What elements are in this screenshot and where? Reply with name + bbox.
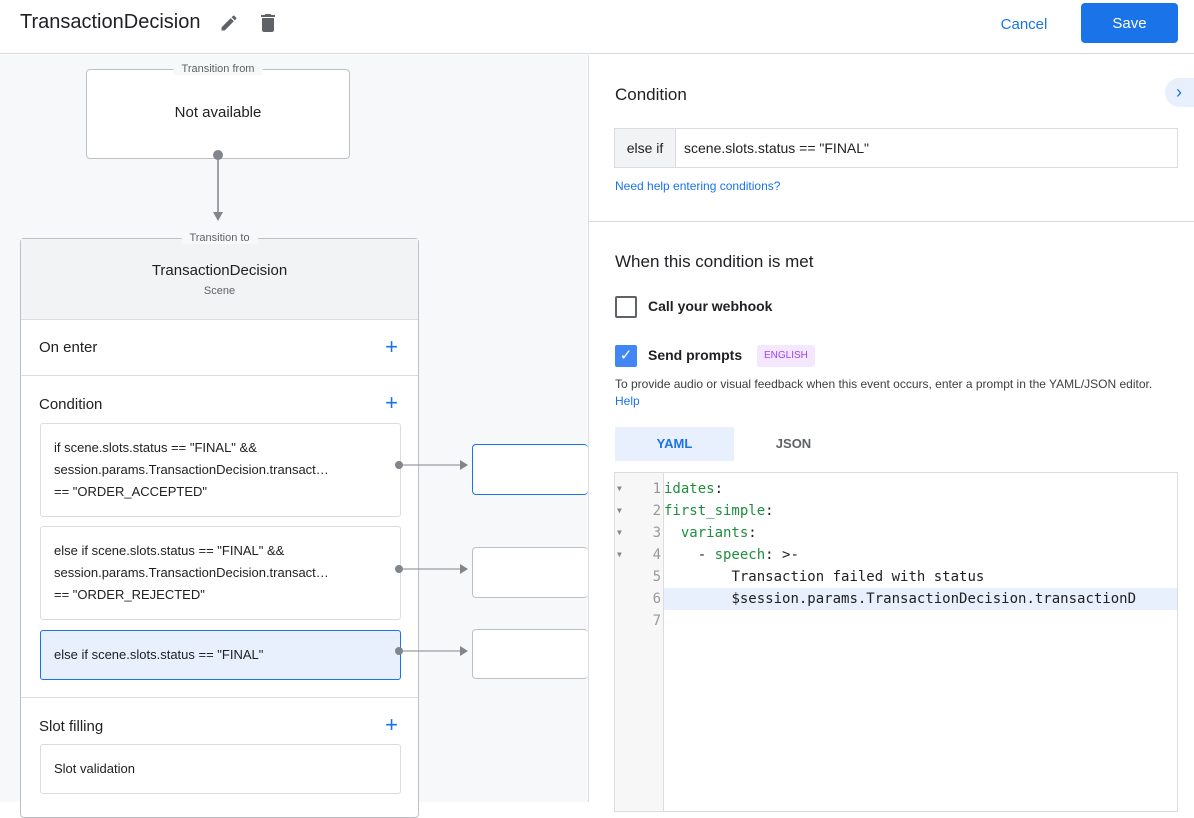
- line-content: variants:: [680, 525, 757, 541]
- send-prompts-checkbox[interactable]: ✓: [615, 345, 637, 367]
- line-content: idates:: [664, 481, 724, 497]
- transition-from-legend: Transition from: [173, 63, 263, 75]
- condition-prefix: else if: [615, 129, 676, 167]
- condition-title: Condition: [615, 85, 687, 104]
- line-number: 4: [652, 547, 661, 563]
- editor-gutter: [615, 473, 664, 811]
- slot-filling-section: Slot filling + Slot validation: [21, 698, 418, 818]
- flow-canvas: Transition from Not available Transition…: [0, 55, 588, 818]
- code-line: ▼ 4 - speech: >-: [615, 544, 1177, 566]
- add-slot-icon[interactable]: +: [385, 712, 398, 737]
- on-enter-section[interactable]: On enter +: [21, 320, 418, 376]
- help-link[interactable]: Help: [615, 394, 640, 408]
- condition-input[interactable]: [676, 129, 1177, 167]
- transition-to-legend: Transition to: [181, 232, 258, 244]
- trash-icon[interactable]: [256, 11, 280, 35]
- line-content: - speech: >-: [664, 547, 799, 563]
- save-button[interactable]: Save: [1081, 3, 1178, 43]
- tab-yaml[interactable]: YAML: [615, 427, 734, 461]
- fold-arrow-icon[interactable]: ▼: [617, 484, 622, 493]
- send-prompts-label: Send prompts: [648, 347, 743, 363]
- code-line: 5 Transaction failed with status: [615, 566, 1177, 588]
- add-on-enter-icon[interactable]: +: [385, 334, 398, 359]
- chevron-right-icon[interactable]: ›: [1165, 78, 1194, 107]
- divider: [589, 221, 1194, 222]
- line-content: Transaction failed with status: [731, 569, 985, 585]
- page-title: TransactionDecision: [20, 11, 201, 33]
- language-badge: ENGLISH: [757, 345, 815, 367]
- prompt-description: To provide audio or visual feedback when…: [615, 376, 1175, 410]
- condition-section: Condition + if scene.slots.status == "FI…: [21, 376, 418, 698]
- cancel-button[interactable]: Cancel: [985, 6, 1063, 42]
- line-content: first_simple:: [664, 503, 774, 519]
- slot-filling-label: Slot filling: [39, 718, 104, 735]
- scene-type: Scene: [203, 285, 236, 297]
- fold-arrow-icon[interactable]: ▼: [617, 506, 622, 515]
- condition-label: Condition: [39, 396, 103, 413]
- fold-arrow-icon[interactable]: ▼: [617, 550, 622, 559]
- condition-line: == "ORDER_ACCEPTED": [54, 484, 207, 499]
- line-number: 5: [652, 569, 661, 585]
- line-content: $session.params.TransactionDecision.tran…: [664, 588, 1177, 610]
- webhook-checkbox[interactable]: [615, 296, 637, 318]
- condition-line: if scene.slots.status == "FINAL" &&: [54, 440, 257, 455]
- met-title: When this condition is met: [615, 252, 814, 271]
- add-condition-icon[interactable]: +: [385, 390, 398, 415]
- transition-from-box: Transition from Not available: [86, 63, 350, 159]
- condition-line: else if scene.slots.status == "FINAL": [54, 647, 264, 662]
- condition-line: session.params.TransactionDecision.trans…: [54, 565, 329, 580]
- transition-target-box[interactable]: [472, 547, 588, 598]
- condition-card-selected[interactable]: else if scene.slots.status == "FINAL": [40, 630, 401, 680]
- transition-target-box[interactable]: [472, 444, 588, 495]
- condition-input-row: else if: [614, 128, 1178, 168]
- transition-connector: [213, 150, 223, 221]
- condition-card[interactable]: if scene.slots.status == "FINAL" && sess…: [40, 423, 401, 517]
- slot-validation-card[interactable]: Slot validation: [40, 744, 401, 794]
- help-conditions-link[interactable]: Need help entering conditions?: [615, 179, 781, 193]
- tab-json[interactable]: JSON: [775, 436, 812, 451]
- header: TransactionDecision Cancel Save: [0, 0, 1194, 54]
- line-number: 7: [652, 613, 661, 629]
- condition-connectors: [395, 460, 468, 656]
- pencil-icon[interactable]: [219, 13, 239, 33]
- webhook-label: Call your webhook: [648, 298, 773, 314]
- scene-header: Transition to TransactionDecision Scene: [21, 232, 418, 320]
- scene-name: TransactionDecision: [151, 262, 288, 279]
- line-number: 6: [652, 591, 661, 607]
- transition-from-value: Not available: [174, 104, 262, 121]
- on-enter-label: On enter: [39, 339, 98, 356]
- transition-target-box[interactable]: [472, 629, 588, 679]
- code-line: ▼ 3 variants:: [615, 522, 1177, 544]
- condition-line: == "ORDER_REJECTED": [54, 587, 205, 602]
- condition-card[interactable]: else if scene.slots.status == "FINAL" &&…: [40, 526, 401, 620]
- line-number: 3: [652, 525, 661, 541]
- slot-validation-label: Slot validation: [54, 761, 135, 776]
- description-text: To provide audio or visual feedback when…: [615, 377, 1153, 391]
- scene-box: Transition to TransactionDecision Scene …: [20, 232, 419, 818]
- condition-line: session.params.TransactionDecision.trans…: [54, 462, 329, 477]
- fold-arrow-icon[interactable]: ▼: [617, 528, 622, 537]
- line-number: 1: [652, 481, 661, 497]
- condition-panel: › Condition else if Need help entering c…: [588, 55, 1194, 812]
- line-number: 2: [652, 503, 661, 519]
- code-line: 6 $session.params.TransactionDecision.tr…: [615, 588, 1177, 610]
- condition-line: else if scene.slots.status == "FINAL" &&: [54, 543, 285, 558]
- code-line: 7: [615, 610, 1177, 632]
